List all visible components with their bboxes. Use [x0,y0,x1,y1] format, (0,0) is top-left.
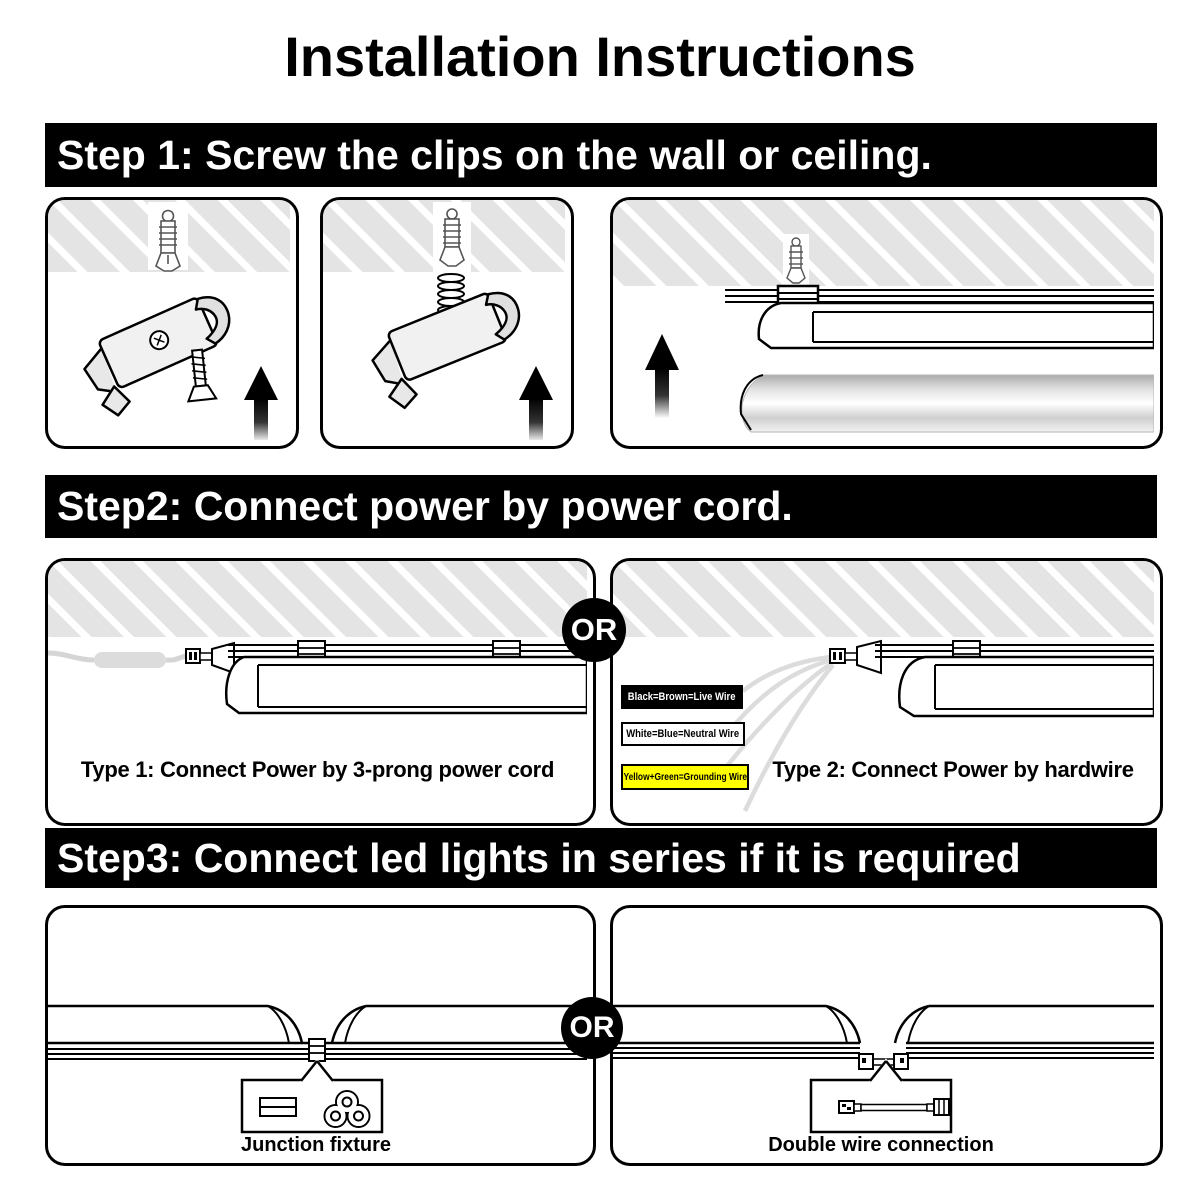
junction-connector [308,1038,326,1062]
second-led-tube [739,374,1154,433]
mounting-clip-icon [83,296,231,417]
led-tubes-in-series [613,1004,1154,1059]
double-wire-diagram [613,1004,1154,1134]
double-wire-callout [809,1058,953,1134]
step3-panel-junction: Junction fixture [45,905,596,1166]
fixture-housing [898,655,1154,718]
led-tube-top [228,644,587,658]
hardwire-wires [721,654,835,812]
type1-caption: Type 1: Connect Power by 3-prong power c… [80,757,555,782]
live-wire-label: Black=Brown=Live Wire [621,685,743,709]
ceiling-hatch [613,200,1154,286]
step1-panel-clip-attached [320,197,574,449]
fixture-mount-diagram [613,200,1154,433]
fixture-housing [757,301,1154,350]
junction-diagram [48,1004,587,1134]
step1-panel-clip-screw [45,197,299,449]
fixture-housing [225,655,587,715]
step1-panel-fixture-mounted [610,197,1163,449]
cord-switch [94,652,166,668]
hardwire-diagram [613,561,1154,812]
grounding-wire-text: Yellow+Green=Grounding Wire [623,771,747,783]
step1-header-bar: Step 1: Screw the clips on the wall or c… [45,123,1157,187]
step2-header-bar: Step2: Connect power by power cord. [45,475,1157,538]
clip-screw-anchor-diagram [48,200,290,440]
cord-plug [185,648,213,664]
neutral-wire-label: White=Blue=Neutral Wire [621,722,745,746]
ceiling-hatch [48,561,587,637]
mounting-clip-icon [371,291,521,410]
or-badge-step2: OR [562,598,626,662]
grounding-wire-label: Yellow+Green=Grounding Wire [621,764,749,790]
step3-panel-double-wire: Double wire connection [610,905,1163,1166]
step3-header-label: Step3: Connect led lights in series if i… [57,834,1021,881]
two-slot-connector-icon [259,1097,297,1117]
double-wire-connectors [858,1053,909,1070]
led-tube-top [875,644,1154,658]
power-cord-diagram [48,561,587,715]
cloverleaf-connector-icon [323,1090,371,1128]
double-wire-connection-label: Double wire connection [768,1134,994,1156]
step2-panel-power-cord: Type 1: Connect Power by 3-prong power c… [45,558,596,826]
or-badge-label: OR [569,1011,615,1044]
live-wire-text: Black=Brown=Live Wire [628,691,736,703]
connection-cable-icon [838,1098,950,1116]
screw-icon [186,348,218,403]
up-arrow-icon [519,366,553,440]
step3-header-bar: Step3: Connect led lights in series if i… [45,828,1157,888]
power-cord [48,650,187,663]
page-title: Installation Instructions [284,25,916,88]
or-badge-label: OR [570,612,618,647]
wall-anchor-icon [433,202,471,272]
type2-caption: Type 2: Connect Power by hardwire [772,757,1134,782]
junction-callout [240,1058,384,1134]
fixture-end-nose [856,639,882,675]
step1-header-label: Step 1: Screw the clips on the wall or c… [57,131,932,178]
step2-panel-hardwire: Black=Brown=Live Wire White=Blue=Neutral… [610,558,1163,826]
step2-header-label: Step2: Connect power by power cord. [57,483,793,529]
clip-attached-diagram [323,200,565,440]
junction-fixture-label: Junction fixture [240,1134,391,1156]
or-badge-step3: OR [561,997,623,1059]
wall-anchor-icon [148,202,188,272]
up-arrow-icon [244,366,278,440]
ceiling-hatch [613,561,1154,637]
wall-anchor-icon [783,234,809,286]
neutral-wire-text: White=Blue=Neutral Wire [626,728,740,740]
up-arrow-icon [645,334,679,418]
wire-connector-plug [829,648,858,664]
